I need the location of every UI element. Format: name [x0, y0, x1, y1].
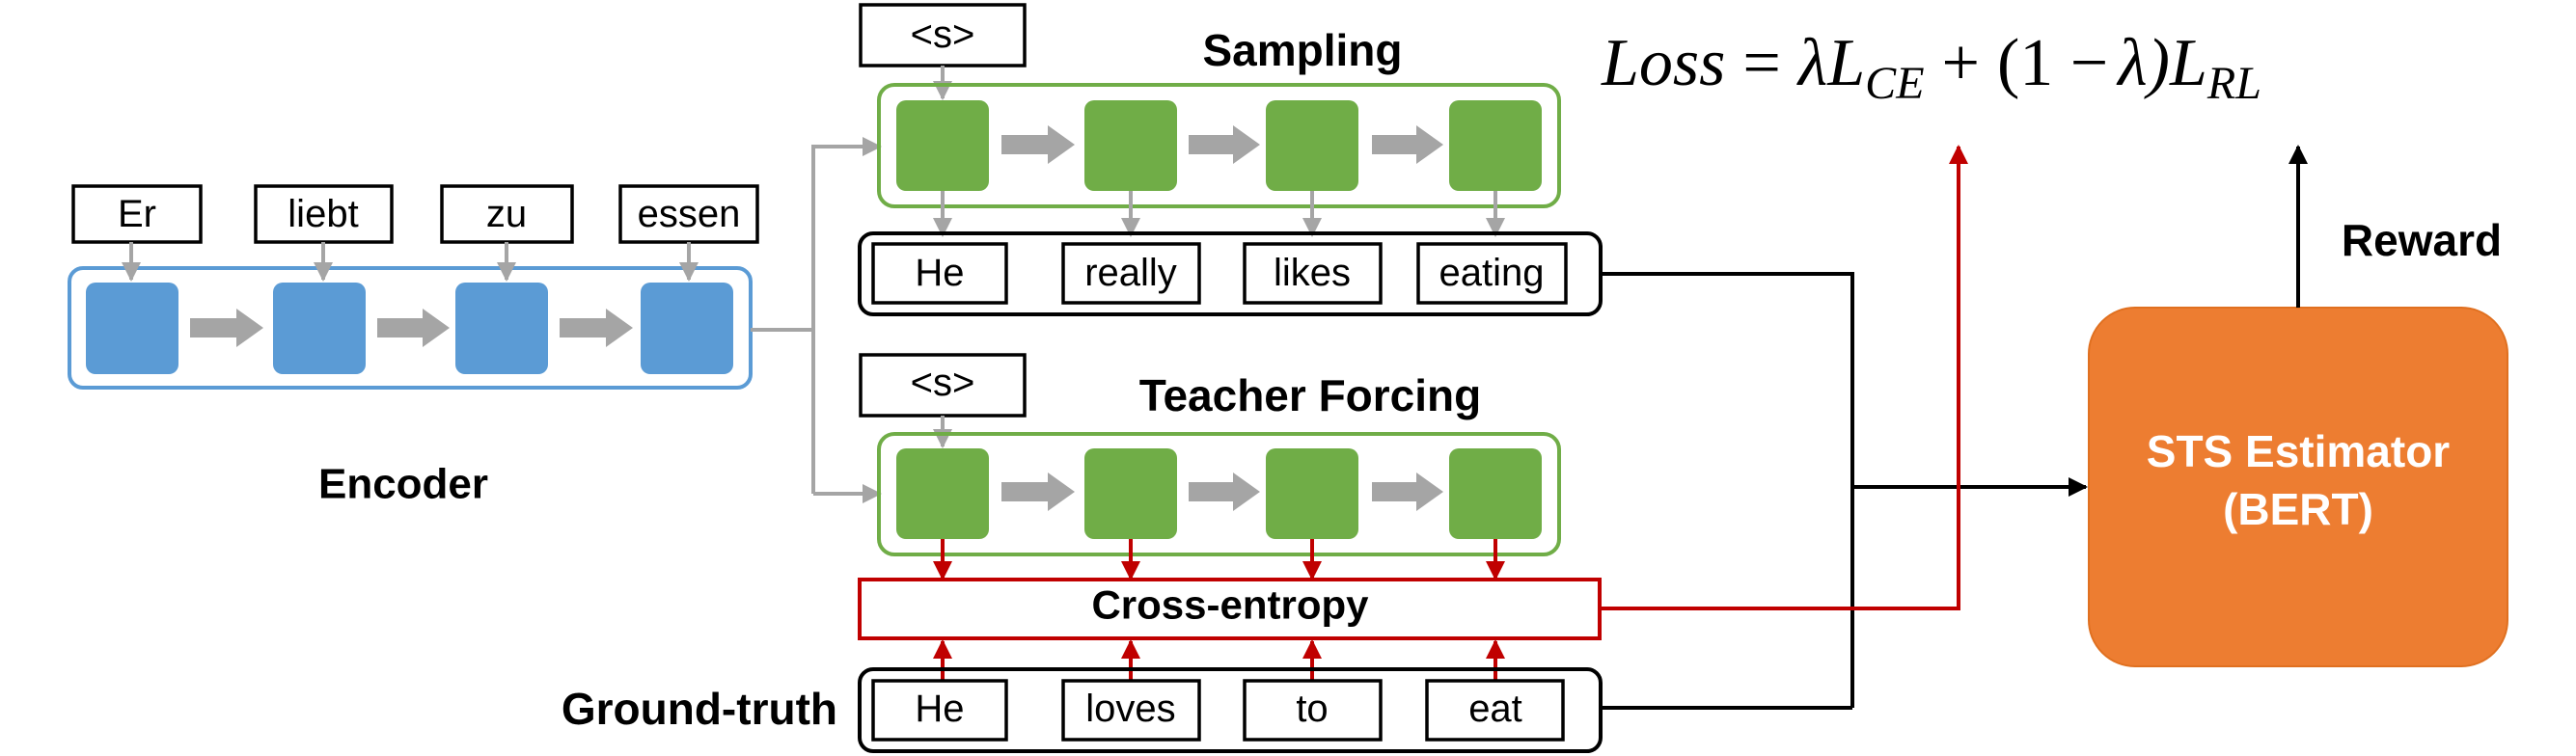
loss-one-minus: (1 −	[1997, 26, 2108, 100]
encoder-input-token: zu	[440, 184, 574, 244]
sts-estimator: STS Estimator (BERT)	[2088, 307, 2508, 667]
ground-truth-token-label: He	[915, 688, 964, 730]
encoder-step-arrow	[377, 309, 450, 347]
encoder-cell	[455, 283, 548, 374]
loss-l-rl: L	[2169, 26, 2207, 100]
loss-lambda-2: λ)	[2116, 26, 2170, 100]
sampling-title: Sampling	[1202, 25, 1402, 75]
loss-lambda: λ	[1796, 26, 1827, 100]
sampling-start-token-label: <s>	[911, 14, 975, 56]
sampling-output-token-label: eating	[1439, 252, 1545, 294]
loss-plus: +	[1942, 26, 1980, 100]
encoder: Er liebt zu essen Encoder	[68, 184, 759, 508]
teacher-decoder-cell	[896, 448, 989, 539]
sampling-step-arrow	[1189, 125, 1260, 164]
sampling-output-token: likes	[1243, 242, 1383, 305]
sts-estimator-sublabel: (BERT)	[2223, 484, 2373, 534]
ground-truth-token-label: to	[1296, 688, 1328, 730]
cross-entropy-box	[858, 578, 1602, 640]
encoder-step-arrow	[560, 309, 633, 347]
ground-truth-title: Ground-truth	[562, 684, 837, 734]
sampling-decoder: <s> Sampling He really likes	[858, 3, 1603, 316]
ground-truth-token: loves	[1061, 679, 1201, 742]
ground-truth-token: to	[1243, 679, 1383, 742]
sampling-decoder-cell	[1266, 100, 1358, 191]
ground-truth: Ground-truth He loves to eat	[562, 667, 1603, 753]
ground-truth-token-label: eat	[1468, 688, 1522, 730]
encoder-input-token-label: essen	[638, 193, 741, 235]
sampling-step-arrow	[1372, 125, 1443, 164]
cross-entropy-label: Cross-entropy	[1091, 582, 1369, 628]
sampling-output-token: really	[1061, 242, 1201, 305]
teacher-step-arrow	[1001, 472, 1075, 511]
loss-l-ce: L	[1826, 26, 1865, 100]
teacher-step-arrow	[1189, 472, 1260, 511]
sampling-output-token-label: He	[915, 252, 964, 294]
encoder-to-decoders-line	[751, 328, 815, 494]
teacher-decoder-cell	[1266, 448, 1358, 539]
sts-estimator-label: STS Estimator	[2147, 426, 2451, 476]
sampling-output-token-label: likes	[1274, 252, 1351, 294]
loss-equals: =	[1742, 26, 1780, 100]
ground-truth-token: eat	[1425, 679, 1565, 742]
encoder-to-sampling-arrow	[811, 137, 882, 330]
teacher-forcing-title: Teacher Forcing	[1139, 370, 1481, 420]
sampling-output-token-label: really	[1084, 252, 1177, 294]
loss-lhs: Loss	[1601, 26, 1725, 100]
encoder-step-arrow	[190, 309, 263, 347]
encoder-cell	[273, 283, 366, 374]
encoder-input-token-label: zu	[486, 193, 527, 235]
teacher-start-token: <s>	[859, 353, 1027, 418]
sampling-step-arrow	[1001, 125, 1075, 164]
sampling-decoder-frame	[877, 83, 1561, 208]
loss-rl-subscript: RL	[2206, 58, 2261, 109]
ground-truth-frame	[858, 667, 1603, 753]
encoder-input-token: essen	[618, 184, 759, 244]
teacher-decoder-frame	[877, 432, 1561, 556]
teacher-decoder-cell	[1449, 448, 1542, 539]
loss-ce-subscript: CE	[1865, 58, 1924, 109]
sampling-output-token: He	[871, 242, 1008, 305]
encoder-input-token: Er	[71, 184, 203, 244]
sampling-to-estimator-line	[1601, 272, 1854, 708]
sampling-decoder-cell	[896, 100, 989, 191]
encoder-input-token-label: Er	[118, 193, 156, 235]
teacher-step-arrow	[1372, 472, 1443, 511]
loss-formula-text: Loss=λLCE+(1 −λ)LRL	[1601, 26, 2261, 109]
teacher-start-token-label: <s>	[911, 362, 975, 404]
sampling-output-token: eating	[1416, 242, 1568, 305]
ground-truth-token: He	[871, 679, 1008, 742]
encoder-cell	[86, 283, 178, 374]
teacher-decoder-cell	[1084, 448, 1177, 539]
teacher-forcing-decoder: <s> Teacher Forcing Cross-entropy	[858, 353, 1602, 681]
loss-formula: Loss=λLCE+(1 −λ)LRL	[1601, 26, 2261, 109]
encoder-title: Encoder	[318, 461, 488, 508]
encoder-input-token: liebt	[254, 184, 394, 244]
sampling-start-token: <s>	[859, 3, 1027, 68]
encoder-cell	[641, 283, 733, 374]
sampling-decoder-cell	[1084, 100, 1177, 191]
ground-truth-token-label: loves	[1085, 688, 1175, 730]
cross-entropy-to-loss-arrow	[1600, 145, 1968, 610]
encoder-input-token-label: liebt	[288, 193, 358, 235]
sampling-decoder-cell	[1449, 100, 1542, 191]
reward-label: Reward	[2342, 215, 2502, 265]
